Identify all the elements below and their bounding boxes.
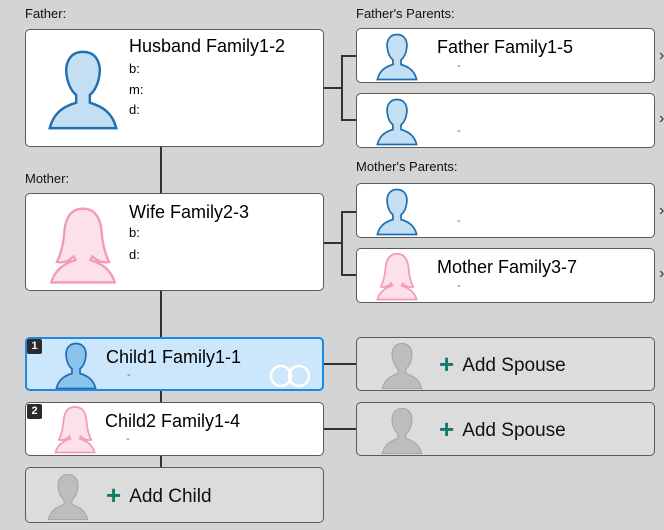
child2-dates: -	[126, 433, 130, 445]
paternal-grandmother-card[interactable]: -	[356, 93, 655, 148]
placeholder-person-icon	[377, 340, 427, 391]
male-avatar-icon	[371, 31, 423, 83]
expand-ancestors-arrow[interactable]: ›	[659, 202, 664, 219]
children-connector-1	[160, 389, 162, 402]
expand-ancestors-arrow[interactable]: ›	[659, 47, 664, 64]
mothers-parents-label: Mother's Parents:	[356, 159, 458, 174]
child2-name: Child2 Family1-4	[105, 411, 241, 431]
expand-ancestors-arrow[interactable]: ›	[659, 110, 664, 127]
child2-spouse-connector	[323, 428, 357, 430]
paternal-grandfather-dates: -	[457, 60, 461, 72]
child-card[interactable]: Child2 Family1-4 -	[25, 402, 324, 456]
wife-parents-connector	[323, 242, 341, 244]
child-order-badge: 1	[27, 339, 42, 354]
paternal-grandmother-dates: -	[457, 125, 461, 137]
maternal-grandfather-dates: -	[457, 215, 461, 227]
add-spouse-button[interactable]: + Add Spouse	[356, 402, 655, 456]
child1-dates: -	[127, 369, 131, 381]
husband-parents-top-tick	[341, 55, 356, 57]
fathers-parents-label: Father's Parents:	[356, 6, 455, 21]
expand-ancestors-arrow[interactable]: ›	[659, 265, 664, 282]
husband-marriage: m:	[129, 82, 144, 97]
wife-death: d:	[129, 247, 140, 262]
mother-label: Mother:	[25, 171, 70, 186]
husband-parents-connector	[323, 87, 341, 89]
father-label: Father:	[25, 6, 67, 21]
add-spouse-button[interactable]: + Add Spouse	[356, 337, 655, 391]
paternal-grandfather-name: Father Family1-5	[437, 37, 574, 57]
plus-icon: +	[439, 414, 455, 444]
father-mother-connector	[160, 146, 162, 194]
paternal-grandfather-card[interactable]: Father Family1-5 -	[356, 28, 655, 83]
male-avatar-icon	[371, 96, 423, 148]
wife-card[interactable]: Wife Family2-3 b: d:	[25, 193, 324, 291]
female-avatar-icon	[50, 404, 100, 456]
wife-parents-bottom-tick	[341, 274, 356, 276]
female-avatar-icon	[371, 251, 423, 303]
wife-parents-top-tick	[341, 211, 356, 213]
husband-name: Husband Family1-2	[129, 36, 286, 56]
maternal-grandmother-dates: -	[457, 280, 461, 292]
husband-birth: b:	[129, 61, 140, 76]
husband-parents-bottom-tick	[341, 119, 356, 121]
add-spouse-label: Add Spouse	[462, 355, 566, 376]
mother-children-connector	[160, 290, 162, 338]
female-avatar-icon	[40, 204, 126, 288]
plus-icon: +	[106, 480, 122, 510]
child-order-badge: 2	[27, 404, 42, 419]
wife-birth: b:	[129, 225, 140, 240]
placeholder-person-icon	[377, 405, 427, 456]
male-avatar-icon	[51, 340, 101, 391]
male-avatar-icon	[40, 46, 126, 134]
husband-card[interactable]: Husband Family1-2 b: m: d:	[25, 29, 324, 147]
plus-icon: +	[439, 349, 455, 379]
add-child-button[interactable]: + Add Child	[25, 467, 324, 523]
wife-name: Wife Family2-3	[129, 202, 250, 222]
male-avatar-icon	[371, 186, 423, 238]
husband-parents-bracket	[341, 55, 343, 120]
add-spouse-label: Add Spouse	[462, 420, 566, 441]
add-child-label: Add Child	[129, 486, 212, 507]
placeholder-person-icon	[43, 471, 93, 523]
husband-death: d:	[129, 102, 140, 117]
children-connector-2	[160, 456, 162, 467]
maternal-grandmother-name: Mother Family3-7	[437, 257, 578, 277]
maternal-grandfather-card[interactable]: -	[356, 183, 655, 238]
marriage-rings-icon	[269, 364, 311, 388]
wife-parents-bracket	[341, 211, 343, 275]
child-card-selected[interactable]: Child1 Family1-1 -	[25, 337, 324, 391]
child1-name: Child1 Family1-1	[106, 347, 242, 367]
maternal-grandmother-card[interactable]: Mother Family3-7 -	[356, 248, 655, 303]
child1-spouse-connector	[323, 363, 357, 365]
